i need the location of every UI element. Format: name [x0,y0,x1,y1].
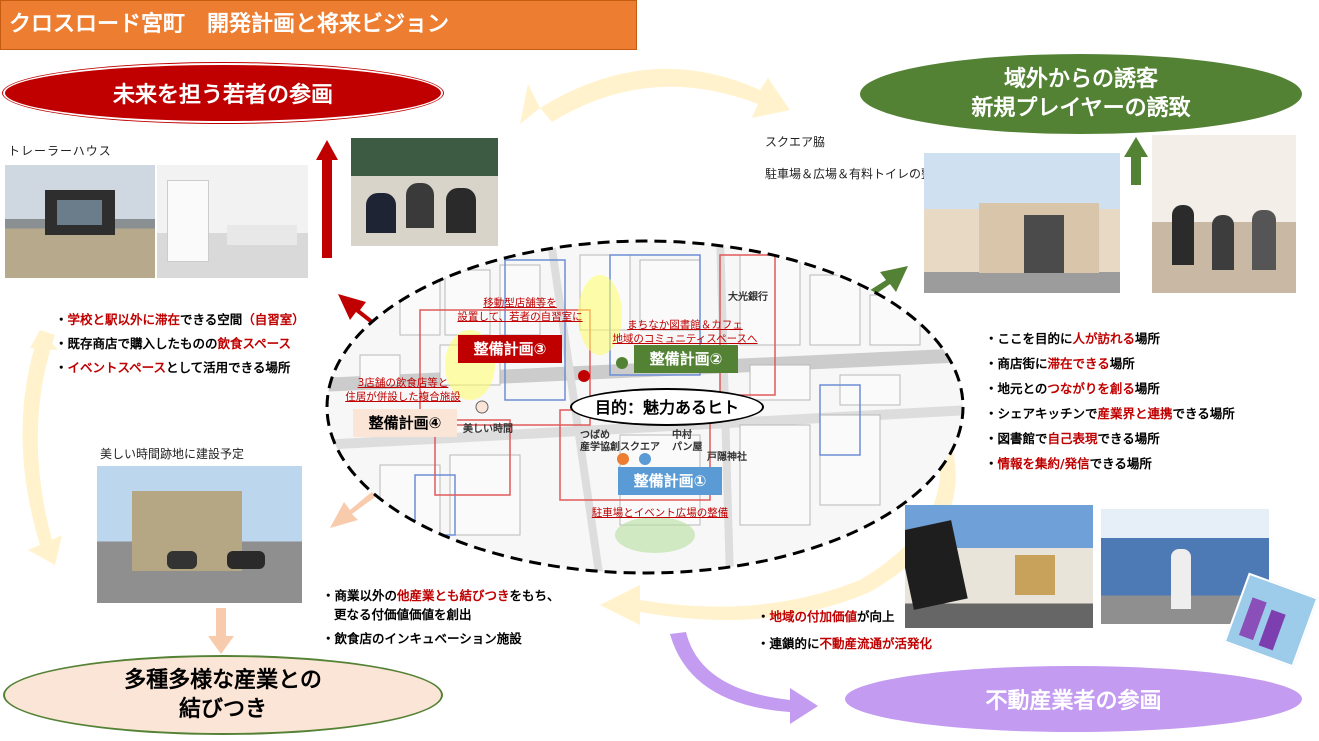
trailer-label: トレーラーハウス [8,144,112,158]
right-list-item: ・シェアキッチンで産業界と連携できる場所 [985,406,1235,421]
bottom-center-item: ・飲食店のインキュベーション施設 [322,631,522,646]
purple-arrow [670,632,818,724]
map-label-beautiful-time: 美しい時間 [463,424,513,435]
left-bullet-list: ・学校と駅以外に滞在できる空間（自習室） ・既存商店で購入したものの飲食スペース… [55,308,305,380]
visitors-oval: 域外からの誘客 新規プレイヤーの誘致 [860,54,1302,134]
visitors-oval-line1: 域外からの誘客 [1003,67,1158,92]
planned-building-rendering [97,466,302,603]
right-list-item: ・図書館で自己表現できる場所 [985,431,1160,446]
bottom-center-list: ・商業以外の他産業とも結びつきをもち、 更なる付価値価値を創出 ・飲食店のインキ… [322,586,560,648]
plan4-annotation: 3店舗の飲食店等と 住居が併設した複合施設 [345,377,461,403]
plan1-annotation: 駐車場とイベント広場の整備 [591,507,729,519]
plan1-badge: 整備計画① [618,467,722,495]
youth-oval: 未来を担う若者の参画 [3,63,443,123]
left-list-item: ・学校と駅以外に滞在できる空間（自習室） [55,312,305,327]
left-list-item: ・既存商店で購入したものの飲食スペース [55,336,292,351]
map-marker-square [617,453,629,465]
plan2-badge: 整備計画② [634,345,738,373]
realestate-oval: 不動産業者の参画 [845,666,1302,732]
square-side-line2: 駐車場＆広場＆有料トイレの整備 [765,167,946,181]
map-marker-plan4 [475,400,489,414]
left-list-item: ・イベントスペースとして活用できる場所 [55,360,291,375]
square-side-label: スクエア脇 駐車場＆広場＆有料トイレの整備 [765,118,945,198]
square-side-line1: スクエア脇 [765,135,826,149]
map-label-bank: 大光銀行 [728,292,768,303]
industries-oval-line2: 結びつき [178,697,267,722]
right-bullet-list: ・ここを目的に人が訪れる場所 ・商店街に滞在できる場所 ・地元とのつながりを創る… [985,326,1235,476]
plan4-badge: 整備計画④ [353,409,457,437]
bottom-center-item: 更なる付価値価値を創出 [334,607,472,622]
right-list-item: ・地元とのつながりを創る場所 [985,381,1160,396]
bottom-right-item: ・地域の付加価値が向上 [757,609,895,624]
map-label-nakamura: 中村 パン屋 [672,430,703,453]
plan3-badge: 整備計画③ [458,335,562,363]
map-label-tobe: 戸隠神社 [707,452,747,463]
bottom-right-list: ・地域の付加価値が向上 ・連鎖的に不動産流通が活発化 [757,603,932,657]
industries-oval: 多種多様な産業との 結びつき [3,655,443,735]
map-marker-plan2 [616,357,628,369]
plan2-annotation: まちなか図書館＆カフェ 地域のコミュニティスペースへ [612,319,758,345]
bottom-center-item: ・商業以外の他産業とも結びつきをもち、 [322,588,560,603]
industries-oval-line1: 多種多様な産業との [124,668,322,693]
cycle-arrow-left [22,330,62,565]
trailer-house-exterior-photo [5,165,155,278]
plan3-annotation: 移動型店舗等を 設置して、若者の自習室に [457,297,583,323]
right-list-item: ・ここを目的に人が訪れる場所 [985,331,1161,346]
page-title: クロスロード宮町 開発計画と将来ビジョン [0,0,637,50]
realestate-oval-label: 不動産業者の参画 [985,689,1162,714]
cycle-arrow-top [540,68,790,122]
map-marker-plan3 [578,370,590,382]
cycle-arrow-right [600,440,956,625]
bottom-right-item: ・連鎖的に不動産流通が活発化 [757,636,933,651]
square-building-photo [924,153,1120,293]
event-night-photo [905,505,1093,628]
right-list-item: ・商店街に滞在できる場所 [985,356,1135,371]
cafe-interior-photo [1152,135,1296,293]
visitors-oval-line2: 新規プレイヤーの誘致 [971,96,1191,121]
map-label-tsubame: つばめ 産学協創スクエア [580,430,660,453]
right-list-item: ・情報を集約/発信できる場所 [985,456,1152,471]
map-marker-bakery [639,453,651,465]
youth-oval-label: 未来を担う若者の参画 [112,83,333,108]
goal-label: 目的：魅力あるヒト [570,388,764,426]
trailer-house-interior-photo [157,165,308,278]
students-study-photo [351,138,498,246]
beautiful-time-label: 美しい時間跡地に建設予定 [100,447,245,461]
